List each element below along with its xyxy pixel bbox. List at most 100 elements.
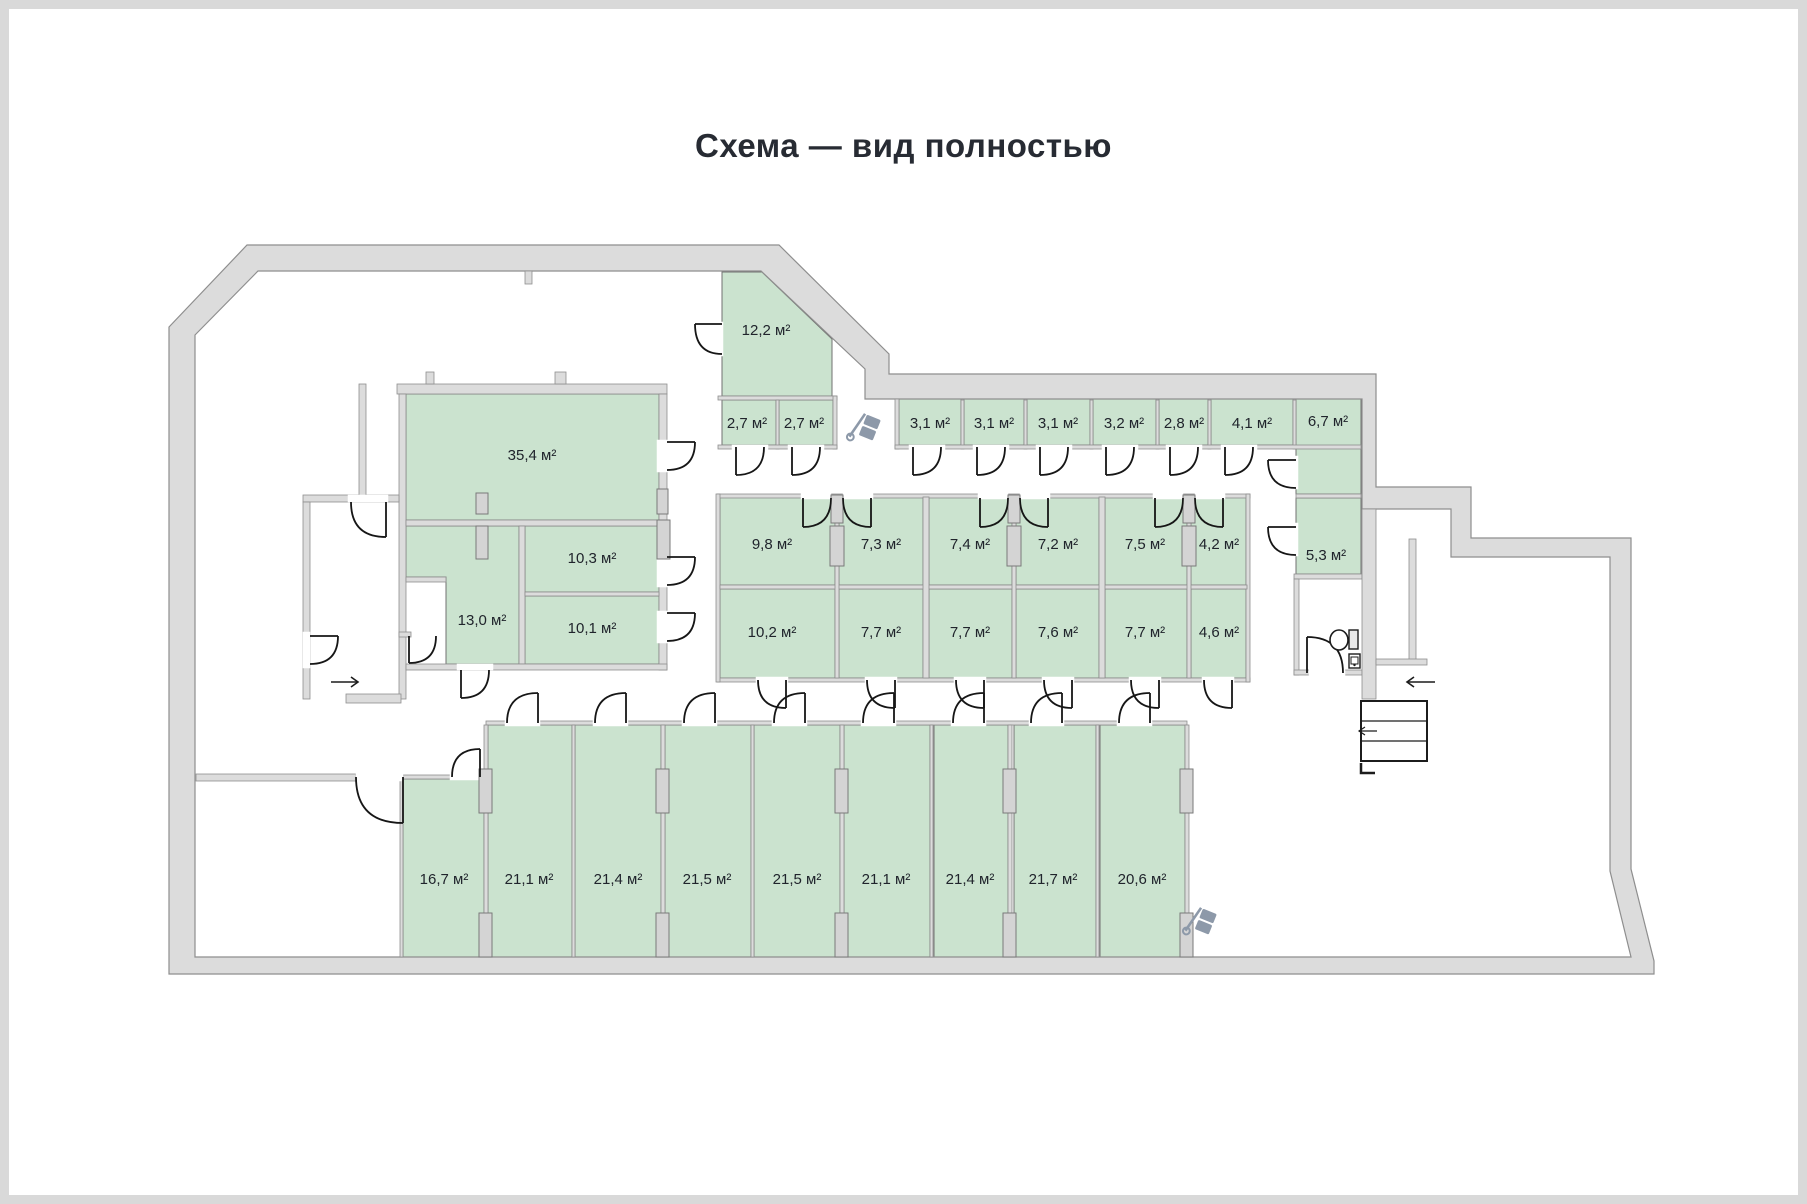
door bbox=[506, 692, 539, 724]
door bbox=[460, 669, 490, 699]
unit-25-7-6---[interactable] bbox=[1015, 588, 1100, 679]
door-opening bbox=[950, 719, 987, 727]
direction-arrow-2 bbox=[1405, 676, 1435, 688]
unit-label-2: 2,7 м² bbox=[727, 415, 767, 432]
door-opening bbox=[953, 676, 987, 684]
door-opening bbox=[860, 719, 897, 727]
unit-label-5: 3,1 м² bbox=[974, 415, 1014, 432]
unit-6-3-1---[interactable] bbox=[1026, 398, 1091, 446]
door bbox=[1194, 497, 1224, 528]
wall bbox=[398, 393, 407, 700]
unit-26-7-7---[interactable] bbox=[1104, 588, 1188, 679]
pillar bbox=[655, 912, 670, 958]
door bbox=[979, 497, 1009, 528]
pillar bbox=[1182, 494, 1196, 524]
door-opening bbox=[681, 719, 718, 727]
wall bbox=[554, 371, 567, 385]
door-opening bbox=[908, 444, 946, 451]
door bbox=[1203, 679, 1233, 709]
wall bbox=[922, 496, 930, 679]
unit-20-7-5---[interactable] bbox=[1104, 496, 1188, 586]
wall bbox=[1186, 496, 1192, 679]
unit-label-8: 2,8 м² bbox=[1164, 415, 1204, 432]
unit-label-36: 20,6 м² bbox=[1118, 871, 1167, 888]
unit-28-16-7---[interactable] bbox=[402, 778, 485, 958]
wall bbox=[1023, 399, 1028, 450]
door bbox=[1030, 692, 1063, 724]
unit-label-34: 21,4 м² bbox=[946, 871, 995, 888]
door-opening bbox=[1220, 444, 1258, 451]
door-opening bbox=[347, 494, 389, 503]
pillar bbox=[475, 492, 489, 515]
door-opening bbox=[1028, 719, 1065, 727]
unit-31-21-5---[interactable] bbox=[664, 724, 752, 958]
unit-17-7-3---[interactable] bbox=[838, 496, 924, 586]
wall bbox=[396, 383, 668, 395]
wall bbox=[717, 444, 838, 450]
unit-35-21-7---[interactable] bbox=[1013, 724, 1097, 958]
door-opening bbox=[449, 773, 483, 781]
door bbox=[451, 748, 481, 778]
door-opening bbox=[1041, 676, 1075, 684]
unit-1-12-2---[interactable] bbox=[721, 271, 833, 397]
door bbox=[757, 679, 787, 709]
unit-33-21-1---[interactable] bbox=[843, 724, 931, 958]
door-opening bbox=[656, 610, 670, 644]
wall bbox=[485, 720, 1188, 726]
unit-label-7: 3,2 м² bbox=[1104, 415, 1144, 432]
wall bbox=[929, 724, 934, 958]
unit-22-10-2---[interactable] bbox=[719, 588, 836, 679]
door bbox=[350, 501, 387, 538]
door-opening bbox=[1165, 444, 1203, 451]
wall bbox=[1089, 399, 1094, 450]
wall bbox=[1098, 496, 1106, 679]
unit-29-21-1---[interactable] bbox=[487, 724, 573, 958]
unit-label-31: 21,5 м² bbox=[683, 871, 732, 888]
unit-36-20-6---[interactable] bbox=[1099, 724, 1186, 958]
wall bbox=[398, 631, 412, 638]
door-opening bbox=[1292, 522, 1299, 557]
unit-23-7-7---[interactable] bbox=[838, 588, 924, 679]
wall bbox=[345, 693, 402, 704]
unit-32-21-5---[interactable] bbox=[753, 724, 841, 958]
door bbox=[1224, 446, 1254, 476]
unit-30-21-4---[interactable] bbox=[574, 724, 662, 958]
door-opening bbox=[656, 439, 670, 473]
unit-15-13-0---[interactable] bbox=[405, 525, 520, 665]
unit-label-29: 21,1 м² bbox=[505, 871, 554, 888]
door bbox=[1169, 446, 1199, 476]
unit-label-30: 21,4 м² bbox=[594, 871, 643, 888]
door bbox=[1130, 679, 1160, 709]
door-opening bbox=[842, 492, 874, 500]
door-opening bbox=[731, 444, 769, 451]
pillar bbox=[1007, 494, 1021, 524]
door-opening bbox=[355, 772, 404, 782]
wall bbox=[715, 493, 721, 683]
unit-label-23: 7,7 м² bbox=[861, 624, 901, 641]
unit-label-14: 10,1 м² bbox=[568, 620, 617, 637]
unit-12-35-4---[interactable] bbox=[405, 393, 660, 521]
door bbox=[955, 679, 985, 709]
wall bbox=[405, 576, 447, 583]
door-opening bbox=[456, 663, 494, 671]
stairs-icon bbox=[1357, 700, 1428, 775]
wall bbox=[1361, 508, 1377, 700]
unit-11-5-3---[interactable] bbox=[1295, 497, 1362, 575]
unit-label-1: 12,2 м² bbox=[742, 322, 791, 339]
pillar bbox=[475, 525, 489, 560]
unit-2-2-7---[interactable] bbox=[721, 399, 777, 446]
pillar bbox=[1002, 768, 1017, 814]
outer-wall bbox=[168, 244, 1655, 975]
unit-label-19: 7,2 м² bbox=[1038, 536, 1078, 553]
unit-label-11: 5,3 м² bbox=[1306, 547, 1346, 564]
unit-14-10-1---[interactable] bbox=[524, 595, 660, 665]
door bbox=[666, 612, 696, 642]
unit-27-4-6---[interactable] bbox=[1190, 588, 1247, 679]
door-opening bbox=[800, 492, 832, 500]
unit-34-21-4---[interactable] bbox=[933, 724, 1009, 958]
unit-label-24: 7,7 м² bbox=[950, 624, 990, 641]
unit-19-7-2---[interactable] bbox=[1015, 496, 1100, 586]
door-opening bbox=[504, 719, 541, 727]
unit-21-4-2---[interactable] bbox=[1190, 496, 1247, 586]
